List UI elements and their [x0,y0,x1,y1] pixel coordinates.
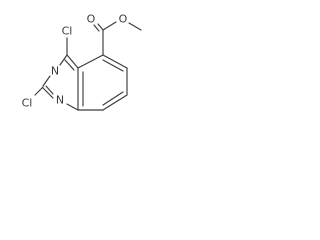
atom-label-cl-top: Cl [62,25,73,38]
bond-c5-c6-a [102,54,128,69]
bond-n1-c8a [66,103,79,111]
atom-label-o-carbonyl: O [87,13,96,26]
molecule-structure: Cl N N Cl O O [22,13,142,111]
bond-c5-c6-b [102,59,124,72]
bond-c2-n1-b [45,85,54,95]
atom-label-cl-left: Cl [22,97,33,110]
bond-c4a-c5 [77,54,104,69]
bond-c4a-c4-a [66,54,79,69]
bond-o-methyl [128,22,142,31]
bond-c-o-double-a [97,23,104,31]
bond-c7-c8-a [102,94,128,111]
bond-n3-c2 [42,75,51,87]
bond-c4-n3 [59,54,68,66]
bond-c4a-c4-b [64,59,75,71]
atom-label-n3: N [51,65,59,78]
bond-c2-cl [34,86,44,96]
bond-c2-n1-a [42,87,54,99]
atom-label-o-ester: O [119,13,128,26]
bond-c-o-double-b [93,24,100,32]
atom-label-n1: N [56,94,64,107]
bond-c-o-single [102,21,117,31]
bond-c7-c8-b [102,91,124,106]
